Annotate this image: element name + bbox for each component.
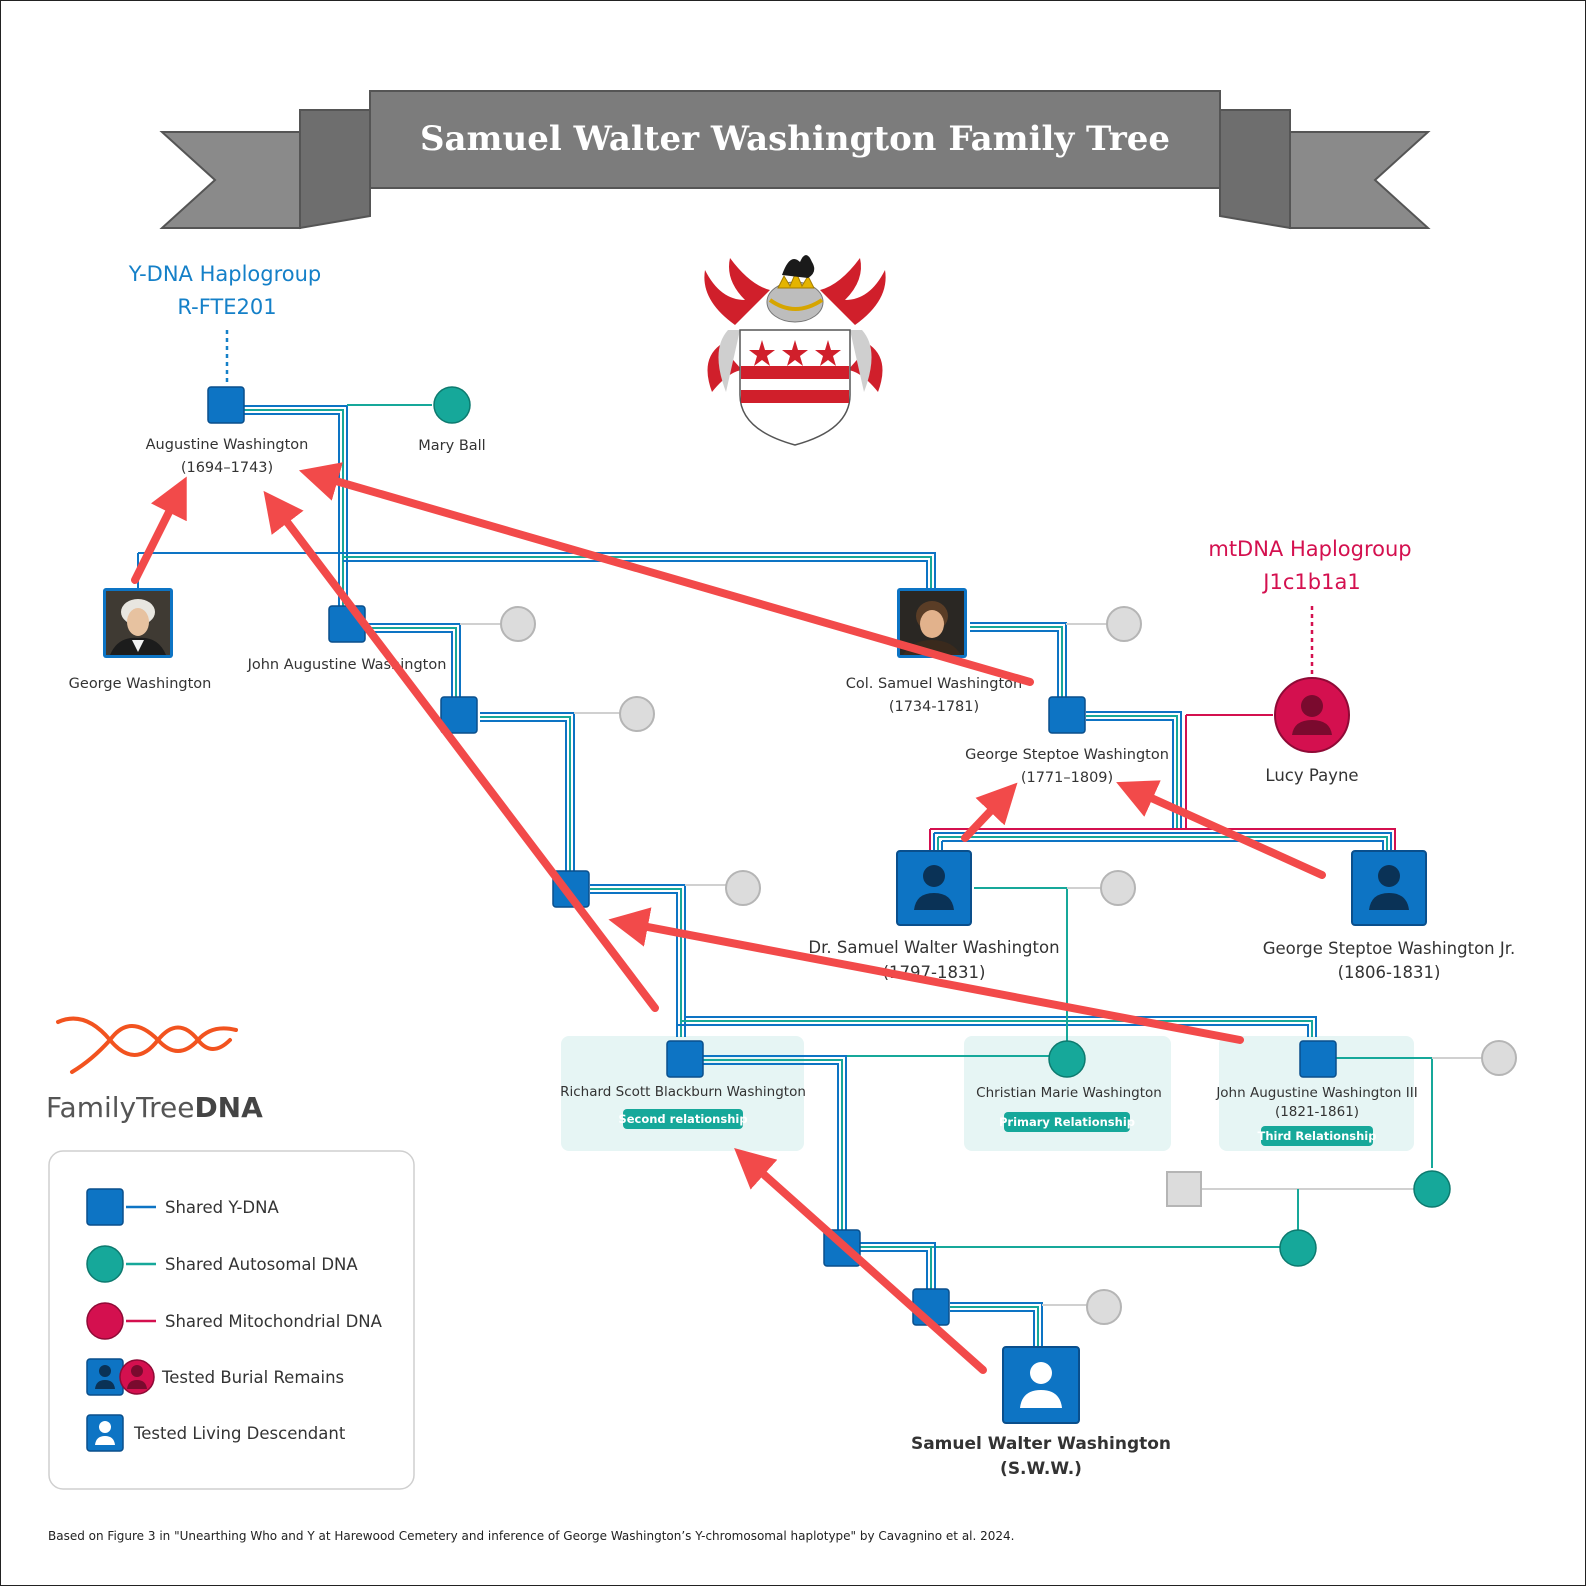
person-name: Lucy Payne xyxy=(1265,766,1358,785)
autosomal-relative-node[interactable] xyxy=(1413,1170,1451,1208)
person-name: Christian Marie Washington xyxy=(976,1085,1162,1101)
person-short-name: (S.W.W.) xyxy=(1000,1459,1082,1479)
unknown-spouse-icon xyxy=(500,606,536,642)
arrow-dr-samuel-to-george-steptoe xyxy=(961,782,1018,842)
tree-connectors xyxy=(137,404,1482,1348)
living-descendant-legend-icon xyxy=(86,1414,124,1452)
arrow-richard-to-augustine xyxy=(263,490,659,1012)
relationship-badge-primary: Primary Relationship xyxy=(999,1115,1135,1129)
person-name: Dr. Samuel Walter Washington xyxy=(808,938,1059,957)
person-dates: (1771–1809) xyxy=(1021,770,1113,786)
mary-ball-node[interactable] xyxy=(433,386,471,424)
washington-descendant-node[interactable] xyxy=(440,696,478,734)
legend-label-burial: Tested Burial Remains xyxy=(161,1368,344,1387)
arrow-john-iii-to-gen4 xyxy=(608,907,1244,1044)
arrow-george-to-augustine xyxy=(131,476,187,584)
relationship-badge-third: Third Relationship xyxy=(1258,1129,1377,1143)
familytreedna-logo: FamilyTreeDNA xyxy=(46,1016,263,1124)
burial-remains-legend-icon xyxy=(86,1358,155,1396)
arrow-gsw-jr-to-george-steptoe xyxy=(1116,780,1326,879)
person-dates: (1734-1781) xyxy=(889,699,979,715)
samuel-walter-washington-sww-node[interactable] xyxy=(1002,1346,1080,1424)
ydna-legend-icon xyxy=(86,1188,124,1226)
person-name: Mary Ball xyxy=(418,438,485,454)
unknown-spouse-icon xyxy=(725,870,761,906)
unknown-relative-icon xyxy=(1166,1171,1202,1207)
relationship-badge-second: Second relationship xyxy=(618,1112,747,1126)
unknown-spouse-icon xyxy=(1086,1289,1122,1325)
lucy-payne-node[interactable] xyxy=(1274,677,1350,753)
person-dates: (1821-1861) xyxy=(1275,1104,1359,1120)
person-name: John Augustine Washington III xyxy=(1215,1085,1417,1101)
mtdna-haplogroup-label: mtDNA Haplogroup xyxy=(1208,537,1411,561)
ydna-haplogroup-label: Y-DNA Haplogroup xyxy=(128,262,322,286)
unknown-spouse-icon xyxy=(1100,870,1136,906)
person-dates: (1806-1831) xyxy=(1338,963,1441,982)
person-name: Richard Scott Blackburn Washington xyxy=(560,1084,806,1100)
legend-label-mito: Shared Mitochondrial DNA xyxy=(165,1312,383,1331)
person-name: George Steptoe Washington Jr. xyxy=(1263,939,1516,958)
dna-helix-icon xyxy=(56,1016,238,1074)
augustine-washington-node[interactable] xyxy=(207,386,245,424)
relationship-box-third xyxy=(1219,1036,1414,1151)
george-washington-node[interactable] xyxy=(103,588,173,658)
person-name: Col. Samuel Washington xyxy=(846,676,1022,692)
legend: Shared Y-DNA Shared Autosomal DNA Shared… xyxy=(48,1150,415,1490)
relationship-badges: Second relationship Primary Relationship… xyxy=(618,1109,1376,1146)
john-augustine-washington-iii-node[interactable] xyxy=(1299,1040,1337,1078)
person-dates: (1694–1743) xyxy=(181,460,273,476)
brand-name: FamilyTreeDNA xyxy=(46,1091,263,1124)
dr-samuel-walter-washington-node[interactable] xyxy=(896,850,972,926)
unknown-spouse-icon xyxy=(1106,606,1142,642)
person-name: Samuel Walter Washington xyxy=(911,1434,1171,1454)
legend-label-living: Tested Living Descendant xyxy=(133,1424,346,1443)
col-samuel-washington-node[interactable] xyxy=(897,588,967,658)
unknown-spouse-icon xyxy=(1481,1040,1517,1076)
person-name: George Washington xyxy=(69,676,212,692)
christian-marie-washington-node[interactable] xyxy=(1048,1040,1086,1078)
legend-label-ydna: Shared Y-DNA xyxy=(165,1198,279,1217)
person-labels: Augustine Washington (1694–1743) Mary Ba… xyxy=(69,437,1516,1479)
footnote: Based on Figure 3 in "Unearthing Who and… xyxy=(48,1529,1015,1543)
mitochondrial-legend-icon xyxy=(86,1302,124,1340)
richard-scott-blackburn-washington-node[interactable] xyxy=(666,1040,704,1078)
person-name: George Steptoe Washington xyxy=(965,747,1169,763)
annotation-arrows xyxy=(131,462,1326,1374)
george-steptoe-washington-jr-node[interactable] xyxy=(1351,850,1427,926)
arrow-sww-to-richard xyxy=(734,1148,987,1374)
page-title: Samuel Walter Washington Family Tree xyxy=(420,119,1170,159)
autosomal-relative-node[interactable] xyxy=(1279,1229,1317,1267)
mtdna-haplogroup-value: J1c1b1a1 xyxy=(1261,570,1360,594)
legend-label-autosomal: Shared Autosomal DNA xyxy=(165,1255,358,1274)
ydna-haplogroup-value: R-FTE201 xyxy=(177,295,276,319)
tree-nodes xyxy=(103,386,1517,1424)
arrow-col-samuel-to-augustine xyxy=(298,462,1034,686)
person-name: Augustine Washington xyxy=(146,437,309,453)
autosomal-legend-icon xyxy=(86,1245,124,1283)
unknown-spouse-icon xyxy=(619,696,655,732)
person-name: John Augustine Washington xyxy=(247,657,447,673)
coat-of-arms-icon xyxy=(704,255,886,446)
george-steptoe-washington-node[interactable] xyxy=(1048,696,1086,734)
title-banner: Samuel Walter Washington Family Tree xyxy=(159,90,1431,230)
